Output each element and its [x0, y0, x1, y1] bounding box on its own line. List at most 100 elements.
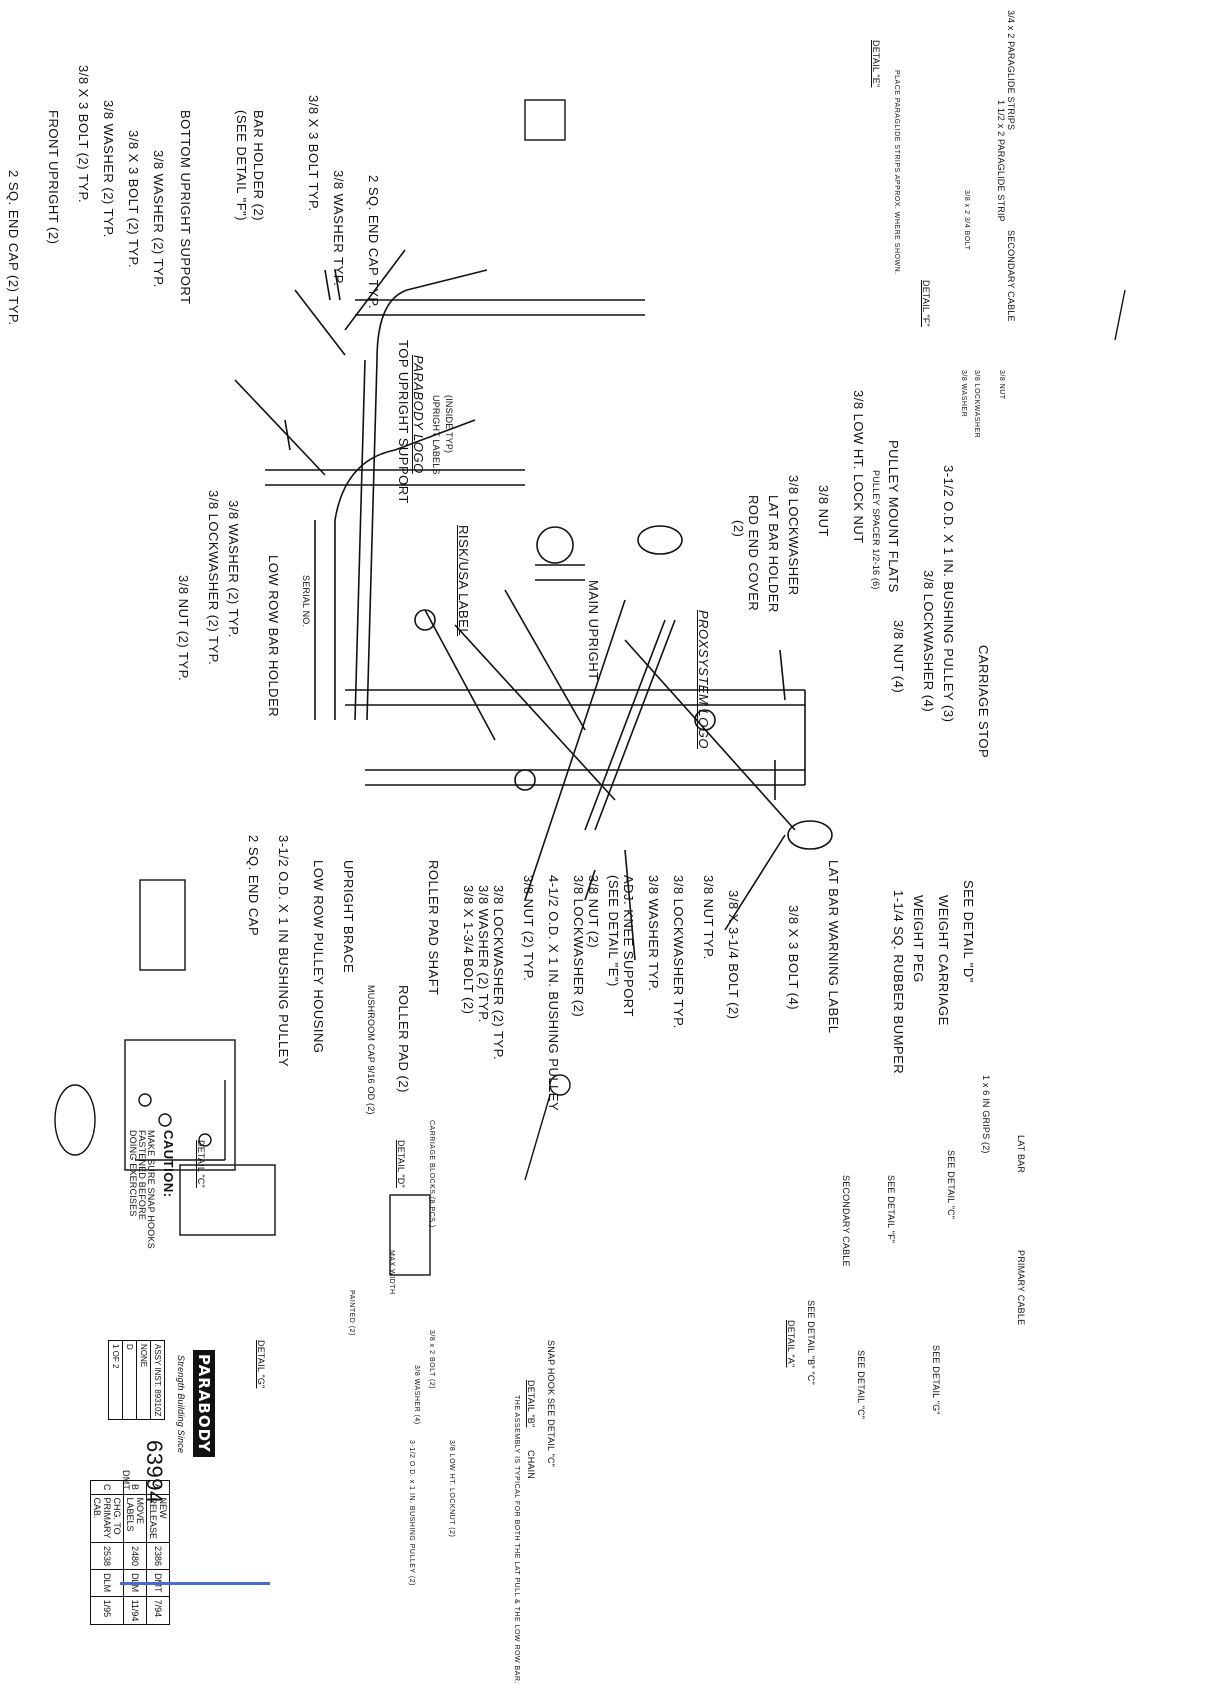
- detail-a-see-detail-g: SEE DETAIL "G": [931, 1345, 941, 1415]
- label-weight-peg: WEIGHT PEG: [911, 895, 926, 983]
- revision-desc: NEW RELEASE: [146, 1494, 170, 1543]
- label-proxsystem-logo: PROXSYSTEM LOGO: [696, 610, 711, 749]
- top-upright-curve: [376, 269, 488, 361]
- label-risk-usa-label: RISK/USA LABEL: [456, 525, 471, 637]
- label-main-upright: MAIN UPRIGHT: [586, 580, 601, 681]
- title-block-scale: NONE: [136, 1340, 151, 1420]
- label-nut-2: 3/8 NUT (2): [586, 875, 601, 949]
- detail-d-block: [139, 879, 186, 971]
- drawing-sheet: TOP UPRIGHT SUPPORT 2 SQ. END CAP TYP. 3…: [6, 10, 1126, 1684]
- label-parabody-logo: PARABODY LOGO: [411, 355, 426, 474]
- detail-e-paraglide-strips: 3/4 x 2 PARAGLIDE STRIPS: [1006, 10, 1016, 131]
- detail-g-bushing-pulley: 3-1/2 O.D. x 1 IN. BUSHING PULLEY (2): [408, 1440, 415, 1586]
- label-lockwasher: 3/8 LOCKWASHER: [786, 475, 801, 596]
- detail-g-pulley-assembly: [179, 1164, 276, 1236]
- parabody-brand-logo: PARABODY: [193, 1350, 215, 1457]
- label-upright-brace: UPRIGHT BRACE: [341, 860, 356, 974]
- detail-f-bolt: 3/8 x 2 3/4 BOLT: [963, 190, 970, 251]
- detail-f-lockwasher: 3/8 LOCKWASHER: [973, 370, 980, 439]
- label-pulley-mount-flats: PULLEY MOUNT FLATS: [886, 440, 901, 593]
- label-washer-2-typ-b: 3/8 WASHER (2) TYP.: [101, 100, 116, 238]
- title-block-frame: [389, 1194, 431, 1276]
- brand-tagline: Strength Building Since: [176, 1355, 186, 1454]
- label-nut-4: 3/8 NUT (4): [891, 620, 906, 694]
- detail-a-grips: 1 x 6 IN GRIPS (2): [981, 1075, 991, 1154]
- revision-by: DLM: [90, 1569, 124, 1597]
- detail-e-title: DETAIL "E": [871, 40, 881, 88]
- roller-pad: [787, 820, 833, 850]
- label-nut-2-typ: 3/8 NUT (2) TYP.: [176, 575, 191, 682]
- rotated-drawing: TOP UPRIGHT SUPPORT 2 SQ. END CAP TYP. 3…: [6, 10, 1126, 1684]
- revision-desc: MOVE LABELS: [123, 1494, 147, 1543]
- label-rod-end-cover-qty: (2): [731, 520, 746, 538]
- label-bolt-3-4: 3/8 X 3 BOLT (4): [786, 905, 801, 1011]
- title-block-sheet: 1 OF 2: [108, 1340, 123, 1420]
- label-inside-typ: (INSIDE TYP): [444, 395, 454, 454]
- label-lockwasher-2: 3/8 LOCKWASHER (2): [571, 875, 586, 1018]
- detail-d-title: DETAIL "D": [396, 1140, 406, 1188]
- detail-f-bolt: [1114, 289, 1126, 341]
- detail-a-title: DETAIL "A": [786, 1320, 796, 1368]
- label-see-detail-e: (SEE DETAIL "E"): [606, 875, 621, 987]
- detail-b-chain: [549, 1074, 571, 1096]
- detail-c-title: DETAIL "C": [196, 1140, 206, 1188]
- label-serial-no: SERIAL NO.: [301, 575, 311, 628]
- detail-a-see-detail-c2: SEE DETAIL "C": [856, 1350, 866, 1420]
- assembly-line-art: [54, 99, 1126, 1276]
- detail-g-bolt: 3/8 x 2 BOLT (2): [428, 1330, 435, 1390]
- label-sq-end-cap-typ: 2 SQ. END CAP TYP.: [366, 175, 381, 309]
- label-lat-bar-warning: LAT BAR WARNING LABEL: [826, 860, 841, 1034]
- revision-date: 11/94: [123, 1596, 147, 1625]
- label-bushing-pulley-3: 3-1/2 O.D. X 1 IN. BUSHING PULLEY (3): [941, 465, 956, 723]
- label-washer-2-typ: 3/8 WASHER (2) TYP.: [151, 150, 166, 288]
- label-sq-end-cap-2-typ: 2 SQ. END CAP (2) TYP.: [6, 170, 21, 326]
- detail-f-secondary-cable: SECONDARY CABLE: [1006, 230, 1016, 322]
- detail-g-lock-nut: 3/8 LOW HT. LOCKNUT (2): [448, 1440, 455, 1538]
- detail-a-see-detail-c: SEE DETAIL "C": [946, 1150, 956, 1220]
- label-top-upright-support: TOP UPRIGHT SUPPORT: [396, 340, 411, 504]
- label-washer-typ-b: 3/8 WASHER TYP.: [646, 875, 661, 992]
- revision-rev: C: [90, 1480, 124, 1494]
- label-mushroom-cap: MUSHROOM CAP 9/16 OD (2): [366, 985, 376, 1115]
- label-lockwasher-2-typ: 3/8 LOCKWASHER (2) TYP.: [206, 490, 221, 666]
- detail-a-see-detail-bc: SEE DETAIL "B" "C": [806, 1300, 816, 1385]
- label-bottom-upright-support: BOTTOM UPRIGHT SUPPORT: [178, 110, 193, 305]
- label-low-ht-lock-nut: 3/8 LOW HT. LOCK NUT: [851, 390, 866, 544]
- label-upright-labels: UPRIGHT LABELS: [431, 395, 441, 475]
- label-washer-typ: 3/8 WASHER TYP.: [331, 170, 346, 287]
- revision-date: 1/95: [90, 1596, 124, 1625]
- caution-title: CAUTION:: [161, 1130, 176, 1198]
- title-block-size: D: [122, 1340, 137, 1420]
- detail-b-title: DETAIL "B": [526, 1380, 536, 1428]
- label-bolt-3-14: 3/8 X 3-1/4 BOLT (2): [726, 890, 741, 1020]
- revision-ecn: 2480: [123, 1542, 147, 1570]
- label-roller-pad: ROLLER PAD (2): [396, 985, 411, 1093]
- label-nut-typ: 3/8 NUT TYP.: [701, 875, 716, 960]
- label-see-detail-f: (SEE DETAIL "F"): [234, 110, 249, 222]
- detail-e-strip: [524, 99, 566, 141]
- detail-b-snap-hook: SNAP HOOK SEE DETAIL "C": [546, 1340, 556, 1468]
- label-washer-2-typ-c: 3/8 WASHER (2) TYP.: [226, 500, 241, 638]
- label-nut: 3/8 NUT: [816, 485, 831, 537]
- detail-g-painted: PAINTED (2): [348, 1290, 355, 1336]
- label-sq-end-cap: 2 SQ. END CAP: [246, 835, 261, 937]
- label-low-row-pulley-housing: LOW ROW PULLEY HOUSING: [311, 860, 326, 1054]
- label-rubber-bumper: 1-1/4 SQ. RUBBER BUMPER: [891, 890, 906, 1075]
- detail-e-paraglide-strip: 1 1/2 x 2 PARAGLIDE STRIP: [996, 100, 1006, 222]
- horizontal-scrollbar[interactable]: [120, 1582, 270, 1585]
- label-bolt-134: 3/8 X 1-3/4 BOLT (2): [461, 885, 476, 1015]
- label-lockwasher-typ: 3/8 LOCKWASHER TYP.: [671, 875, 686, 1029]
- label-rod-end-cover: ROD END COVER: [746, 495, 761, 612]
- detail-f-nut: 3/8 NUT: [998, 370, 1005, 400]
- label-lat-bar-holder: LAT BAR HOLDER: [766, 495, 781, 613]
- label-bolt-2-typ-b: 3/8 X 3 BOLT (2) TYP.: [76, 65, 91, 204]
- detail-d-carriage-blocks: CARRIAGE BLOCKS (8 PCS.): [428, 1120, 435, 1228]
- detail-a-secondary-cable: SECONDARY CABLE: [841, 1175, 851, 1267]
- label-bolt-typ: 3/8 X 3 BOLT TYP.: [306, 95, 321, 212]
- detail-a-see-detail-f: SEE DETAIL "F": [886, 1175, 896, 1244]
- label-lockwasher-2-typ-b: 3/8 LOCKWASHER (2) TYP.: [491, 885, 506, 1061]
- revision-ecn: 2386: [146, 1542, 170, 1570]
